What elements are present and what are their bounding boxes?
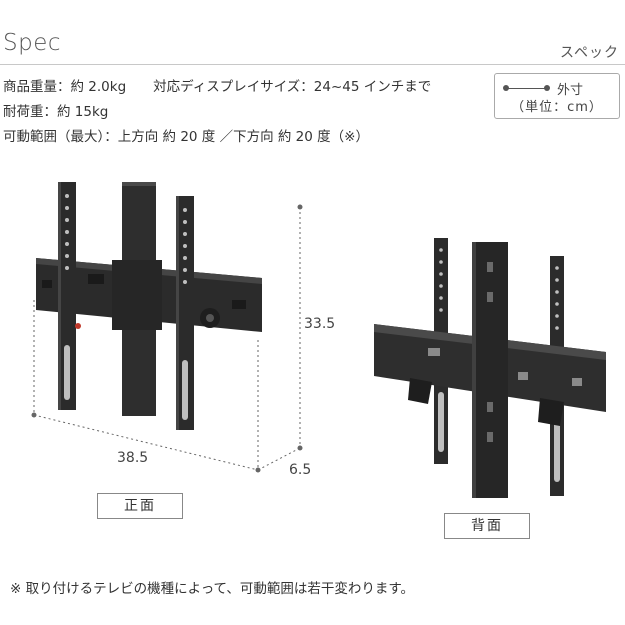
page-subtitle: スペック <box>559 45 619 61</box>
back-view-mount-image <box>374 238 606 498</box>
front-left-arm <box>58 182 81 410</box>
back-right-latch <box>538 398 564 426</box>
dimension-depth: 6.5 <box>289 462 312 478</box>
back-left-latch <box>408 378 432 404</box>
back-center-plate <box>472 242 508 498</box>
legend-dot-left <box>503 85 509 91</box>
footnote: ※ 取り付けるテレビの機種によって、可動範囲は若干変わります。 <box>10 581 414 597</box>
front-right-arm <box>176 196 220 430</box>
front-view-label: 正面 <box>97 493 183 519</box>
spec-load-capacity: 耐荷重：約 15kg <box>3 104 109 120</box>
back-view-label: 背面 <box>444 513 530 539</box>
front-dimension-points <box>31 204 303 473</box>
legend-dimension-line <box>505 88 547 89</box>
legend-label: 外寸 <box>557 83 584 98</box>
dimension-legend: 外寸 （単位：cm） <box>494 73 620 119</box>
header-divider <box>0 64 625 65</box>
legend-unit: （単位：cm） <box>511 100 603 115</box>
page-title: Spec <box>3 30 61 56</box>
front-pivot-block <box>112 260 162 330</box>
legend-dot-right <box>544 85 550 91</box>
front-view-mount-image <box>31 182 303 473</box>
spec-tilt-range: 可動範囲（最大）：上方向 約 20 度 ／下方向 約 20 度（※） <box>3 129 369 145</box>
dimension-height: 33.5 <box>304 316 336 332</box>
front-dimension-guides <box>33 207 301 471</box>
dimension-width: 38.5 <box>117 450 149 466</box>
spec-weight-size: 商品重量：約 2.0kg 対応ディスプレイサイズ：24~45 インチまで <box>3 79 432 95</box>
